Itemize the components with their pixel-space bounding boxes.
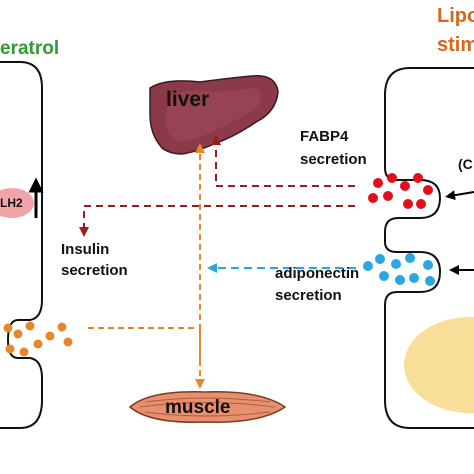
- adiponectin-label-line1: adiponectin: [275, 265, 360, 282]
- insulin-label-line1: Insulin: [61, 241, 110, 258]
- stimulus-arrow-top: [445, 190, 474, 201]
- fabp4-to-insulin-arrow: [79, 205, 355, 237]
- paren-label: (C: [458, 156, 473, 172]
- right-header-label-line2: stim: [437, 34, 474, 56]
- adiponectin-label-line2: secretion: [275, 287, 342, 304]
- muscle-label: muscle: [165, 397, 231, 418]
- fabp4-label-line2: secretion: [300, 151, 367, 168]
- enzyme-blob: [0, 188, 34, 218]
- fabp4-label-line1: FABP4: [300, 128, 349, 145]
- fabp4-granules: [368, 173, 433, 209]
- left-cell-outline: [0, 61, 43, 429]
- liver-label: liver: [166, 88, 210, 111]
- insulin-granules: [3, 321, 73, 357]
- left-header-label: eratrol: [0, 38, 60, 59]
- right-header-label-line1: Lipo: [437, 5, 474, 27]
- enzyme-label: LH2: [0, 196, 23, 210]
- lipid-droplet: [404, 317, 474, 413]
- fabp4-to-liver-arrow: [211, 135, 355, 187]
- adiponectin-granules: [363, 253, 435, 286]
- insulin-label-line2: secretion: [61, 262, 128, 279]
